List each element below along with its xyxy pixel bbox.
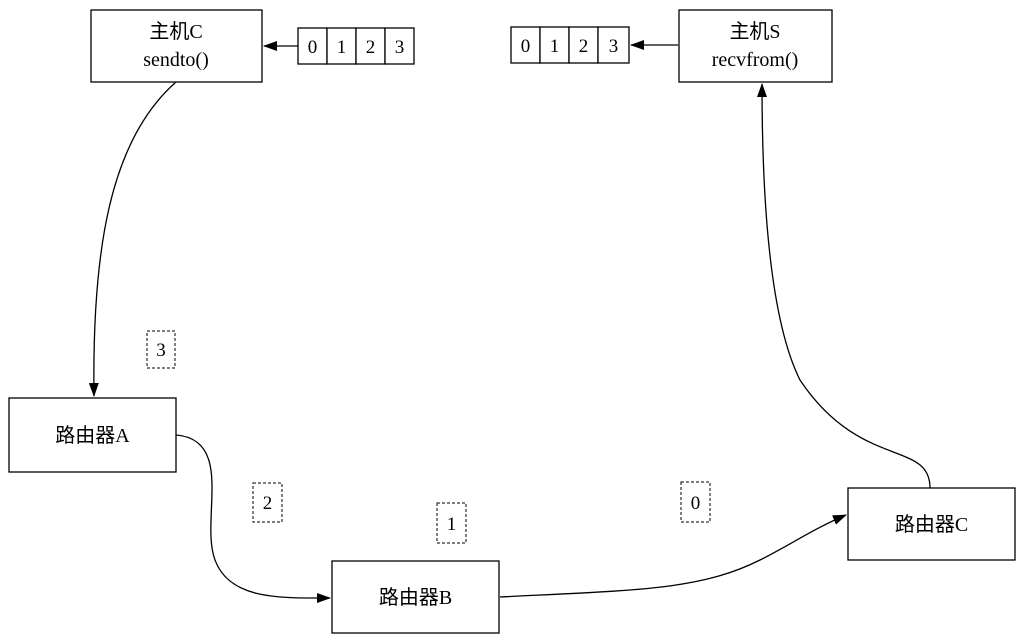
router-a-node: 路由器A — [8, 397, 177, 473]
edge-router-a-to-router-b — [175, 434, 331, 604]
router-b-label: 路由器B — [379, 586, 452, 609]
queue-cell-label: 1 — [337, 37, 347, 58]
host-c-title: 主机C — [149, 20, 202, 43]
queue-cell — [597, 26, 630, 64]
queue-cell — [326, 27, 357, 65]
queue-cell-label: 0 — [308, 37, 318, 58]
host-s-title: 主机S — [729, 20, 780, 43]
host-c-node: 主机C sendto() — [90, 9, 263, 83]
packet-label: 1 — [447, 514, 457, 535]
queue-cell-label: 0 — [521, 36, 531, 57]
queue-cell-label: 3 — [395, 37, 405, 58]
host-s-node: 主机S recvfrom() — [678, 9, 833, 83]
edge-host-c-to-router-a — [88, 81, 177, 397]
sent-packet-queue: 0 1 2 3 — [297, 27, 415, 65]
router-c-label: 路由器C — [895, 513, 968, 536]
packet-in-transit: 3 — [146, 330, 176, 369]
queue-cell — [384, 27, 415, 65]
queue-cell-label: 2 — [366, 37, 376, 58]
queue-cell-label: 1 — [550, 36, 560, 57]
packet-label: 2 — [263, 493, 273, 514]
packet-in-transit: 2 — [252, 482, 283, 523]
queue-cell-label: 3 — [609, 36, 619, 57]
packet-label: 3 — [156, 340, 166, 361]
queue-cell-label: 2 — [579, 36, 589, 57]
router-b-node: 路由器B — [331, 560, 500, 634]
received-packet-queue: 0 1 2 3 — [510, 26, 630, 64]
router-a-label: 路由器A — [55, 424, 130, 447]
host-s-call: recvfrom() — [712, 49, 799, 71]
packet-in-transit: 1 — [436, 502, 467, 544]
queue-cell — [297, 27, 328, 65]
router-c-node: 路由器C — [847, 487, 1016, 561]
host-c-call: sendto() — [143, 49, 209, 71]
packet-label: 0 — [691, 493, 701, 514]
packet-in-transit: 0 — [680, 481, 711, 523]
edge-router-b-to-router-c — [499, 514, 847, 598]
edge-router-c-to-host-s — [757, 83, 931, 489]
